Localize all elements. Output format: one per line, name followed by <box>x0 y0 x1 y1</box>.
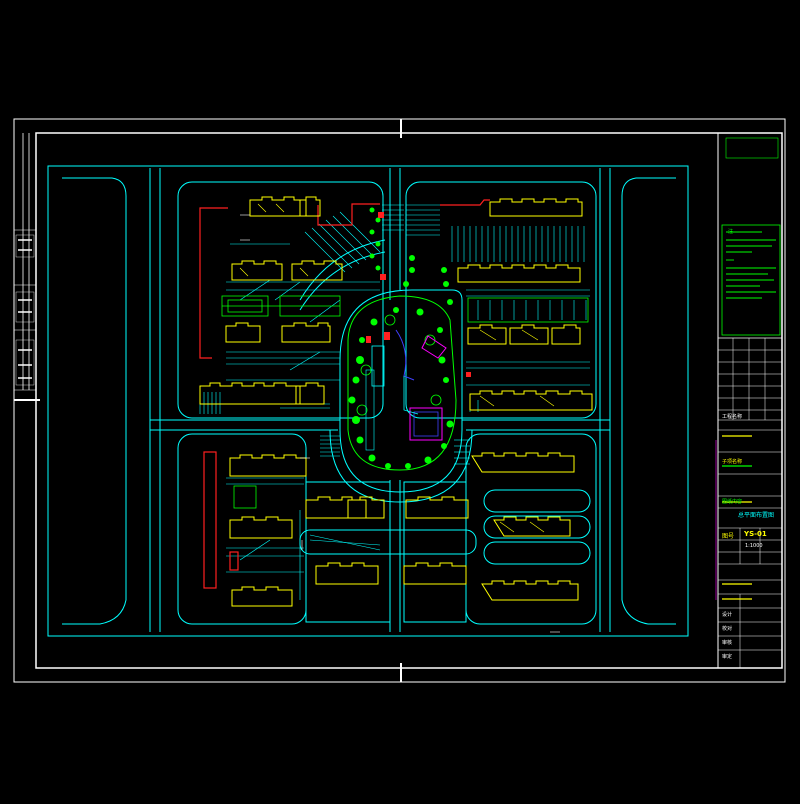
title-label-approve: 审定 <box>722 654 733 660</box>
drawing-number-value: YS-01 <box>744 530 767 538</box>
title-label-content: 图纸内容 <box>722 499 743 505</box>
title-block <box>717 133 782 668</box>
red-lines <box>199 199 490 589</box>
misc-annotations <box>240 214 560 633</box>
residential-buildings <box>199 196 593 607</box>
notes-heading: 注 <box>728 229 734 235</box>
title-label-check: 校对 <box>722 626 733 632</box>
binding-strip <box>14 133 36 391</box>
building-details <box>239 203 555 533</box>
drawing-scale: 1:1000 <box>745 543 763 549</box>
drawing-number-label: 图号 <box>722 533 735 540</box>
landscape-park <box>221 207 717 600</box>
road-network <box>47 165 689 637</box>
title-label-project: 工程名称 <box>722 414 743 420</box>
title-label-subitem: 子项名称 <box>722 459 743 465</box>
drawing-subtitle: 总平面布置图 <box>738 512 775 519</box>
title-label-design: 设计 <box>722 612 733 618</box>
title-label-review: 审核 <box>722 640 733 646</box>
parking-hatching <box>199 204 590 600</box>
